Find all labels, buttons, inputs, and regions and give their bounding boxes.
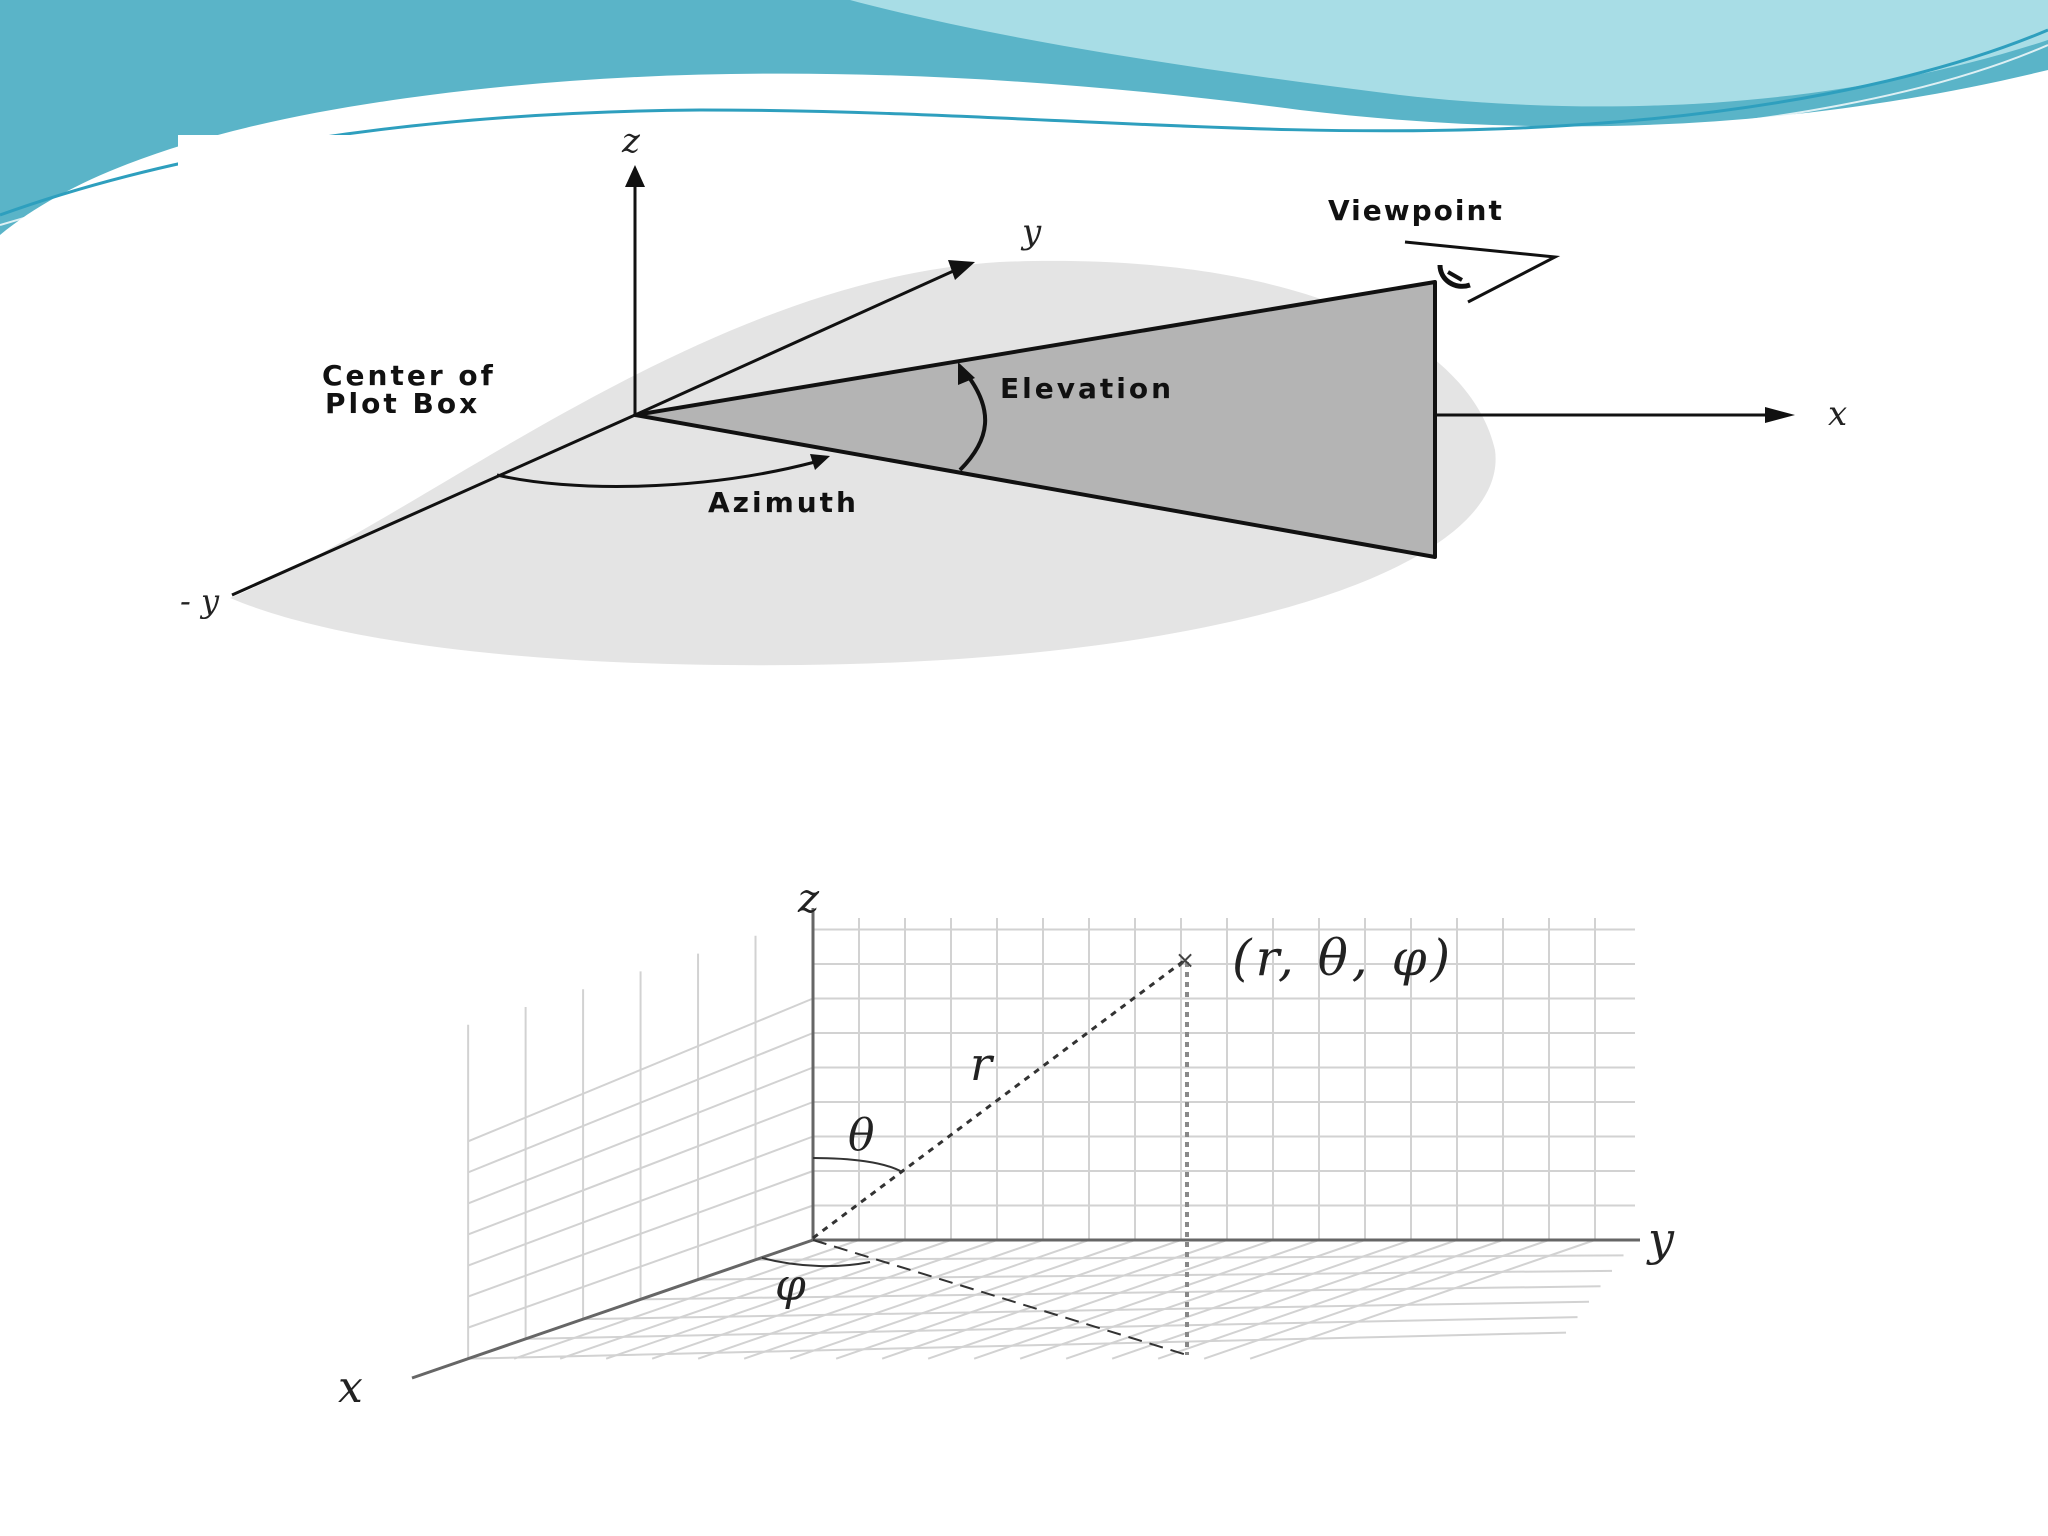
grid-line-floor-depth xyxy=(743,1239,1090,1360)
grid-line-floor-depth xyxy=(1157,1239,1504,1360)
top-z-axis-label: z xyxy=(621,121,641,161)
grid-line-side-horizontal xyxy=(467,1170,814,1298)
top-y-axis-label: y xyxy=(1020,212,1042,252)
theta-arc xyxy=(812,1157,903,1173)
center-label-line1: Center of xyxy=(322,359,496,392)
grid-line-floor-depth xyxy=(1019,1239,1366,1360)
grid-line-side-horizontal xyxy=(467,1066,814,1205)
bottom-x-axis-label: x xyxy=(338,1362,363,1413)
elevation-arc xyxy=(958,370,987,472)
neg-y-axis-line xyxy=(231,413,636,597)
grid-line-floor-horizontal xyxy=(468,1331,1567,1360)
y-axis-arrow xyxy=(948,260,975,280)
phi-label: φ xyxy=(775,1260,806,1311)
axes-layer xyxy=(411,908,1640,1380)
grid-line-floor-depth xyxy=(973,1239,1320,1360)
grid-line-floor-depth xyxy=(789,1239,1136,1360)
viewpoint-eye-icon xyxy=(1404,240,1561,304)
r-label: r xyxy=(970,1037,995,1091)
grid-line-floor-horizontal xyxy=(525,1316,1578,1340)
y-axis-line xyxy=(634,266,961,417)
grid-line-side-horizontal xyxy=(467,1135,814,1267)
top-x-axis-label: x xyxy=(1828,394,1847,434)
grid-line-floor-depth xyxy=(697,1239,1044,1360)
grid-line-side-horizontal xyxy=(467,1204,814,1329)
grid-line-side-horizontal xyxy=(467,997,814,1143)
theta-label: θ xyxy=(848,1110,875,1161)
grid-line-floor-depth xyxy=(651,1239,998,1360)
top-neg-y-axis-label: - y xyxy=(180,582,220,620)
grid-line-floor-depth xyxy=(513,1239,860,1360)
grid-line-floor-depth xyxy=(1249,1239,1596,1360)
grid-line-floor-horizontal xyxy=(698,1269,1613,1281)
grid-line-floor-depth xyxy=(1203,1239,1550,1360)
grid-line-side-horizontal xyxy=(467,1032,814,1174)
grid-line-side-horizontal xyxy=(467,1101,814,1236)
azimuth-arc-arrow xyxy=(810,454,830,470)
x-axis-line xyxy=(411,1238,814,1380)
bottom-y-axis-label: y xyxy=(1646,1212,1675,1266)
grid-line-floor-horizontal xyxy=(755,1254,1624,1261)
point-coordinates-label: (r, θ, φ) xyxy=(1232,929,1454,987)
grid-line-floor-depth xyxy=(559,1239,906,1360)
bottom-z-axis-label: z xyxy=(797,876,820,922)
header-wave-light xyxy=(850,0,2048,107)
grid-line-floor-depth xyxy=(927,1239,1274,1360)
grid-line-floor-depth xyxy=(605,1239,952,1360)
grid-line-floor-depth xyxy=(881,1239,1228,1360)
view-plane xyxy=(633,280,1437,559)
grid-line-floor-depth xyxy=(1111,1239,1458,1360)
point-marker: × xyxy=(1175,946,1195,974)
grid-line-floor-depth xyxy=(1065,1239,1412,1360)
x-axis-arrow xyxy=(1765,407,1795,423)
azimuth-arc xyxy=(496,460,816,488)
viewpoint-label: Viewpoint xyxy=(1328,194,1504,227)
elevation-arc-arrow xyxy=(958,362,975,385)
azimuth-label: Azimuth xyxy=(708,486,859,519)
radius-dashed-line xyxy=(812,958,1186,1240)
z-axis-arrow xyxy=(625,165,645,187)
spherical-coordinates-diagram: × z y x (r, θ, φ) r θ φ xyxy=(335,876,1715,1413)
elevation-label: Elevation xyxy=(1000,372,1174,405)
center-label-line2: Plot Box xyxy=(325,387,480,420)
phi-arc xyxy=(761,1257,871,1268)
grid-line-floor-horizontal xyxy=(583,1300,1590,1321)
bottom-figure-background xyxy=(335,890,1715,1400)
azimuth-elevation-diagram: z y x - y Viewpoint Elevation Azimuth Ce… xyxy=(178,121,1868,667)
